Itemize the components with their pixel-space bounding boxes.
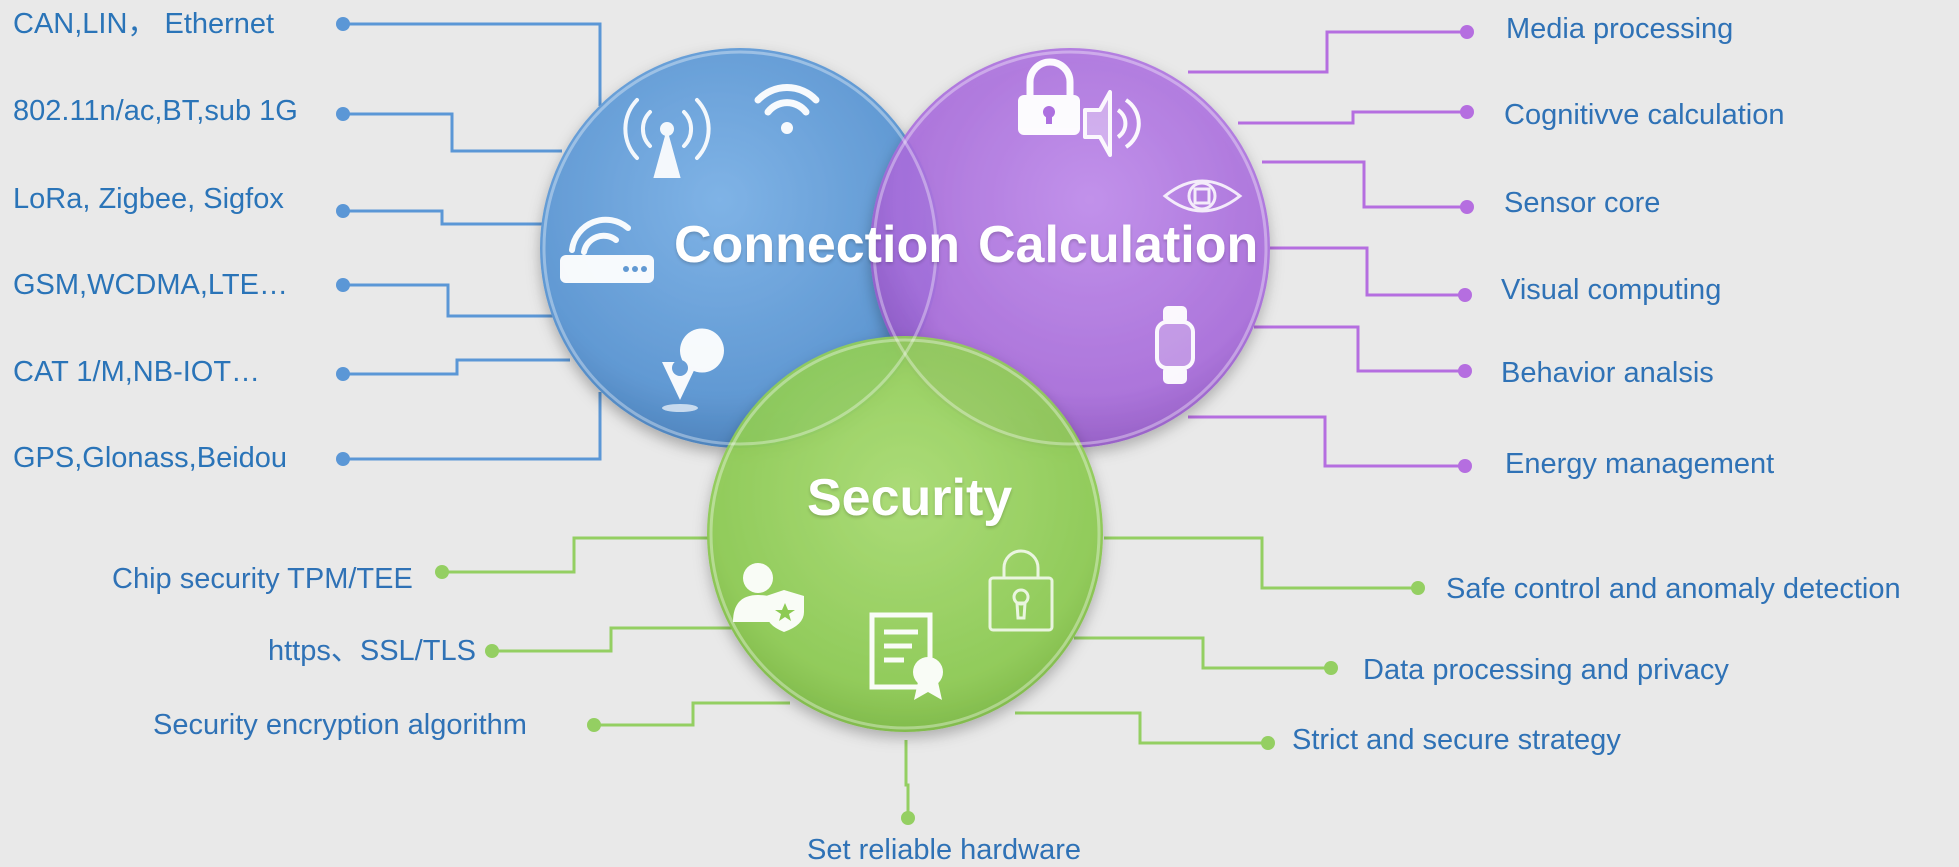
connection-item: CAN,LIN， Ethernet [13, 8, 275, 40]
security-item-right: Safe control and anomaly detection [1446, 573, 1901, 605]
speaker-icon [1083, 90, 1141, 157]
security-title: Security [807, 469, 1013, 527]
calculation-item: Cognitivve calculation [1504, 99, 1785, 131]
connection-connector-dots [336, 17, 350, 466]
eye-icon [1162, 179, 1243, 213]
security-rim [709, 338, 1101, 730]
connection-item: CAT 1/M,NB-IOT… [13, 356, 261, 388]
security-item-left: https、SSL/TLS [268, 635, 476, 667]
calculation-item: Energy management [1505, 448, 1775, 480]
router-icon [560, 216, 654, 283]
security-item-right: Strict and secure strategy [1292, 724, 1621, 756]
calculation-item: Visual computing [1501, 274, 1722, 306]
calculation-item: Behavior analsis [1501, 357, 1714, 389]
connection-item: GPS,Glonass,Beidou [13, 442, 288, 474]
calculation-title: Calculation [978, 216, 1259, 274]
security-item-right: Data processing and privacy [1363, 654, 1729, 686]
certificate-icon [869, 612, 943, 700]
connection-rim [542, 50, 938, 446]
wifi-icon [754, 84, 820, 134]
user-shield-icon [733, 563, 804, 632]
security-connector-dots [435, 565, 1425, 825]
security-item-bottom: Set reliable hardware [807, 834, 1082, 866]
padlock-icon [988, 549, 1054, 632]
calculation-rim [872, 50, 1268, 446]
connection-connectors [343, 22, 602, 461]
lock-icon [1018, 58, 1080, 135]
security-circle [707, 336, 1103, 732]
calculation-connectors [1188, 30, 1467, 468]
security-item-left: Security encryption algorithm [153, 709, 527, 741]
connection-title: Connection [674, 216, 960, 274]
security-item-left: Chip security TPM/TEE [112, 563, 413, 595]
connection-item: 802.11n/ac,BT,sub 1G [13, 95, 298, 127]
location-pin-icon [662, 328, 724, 412]
calculation-connector-dots [1458, 25, 1474, 473]
antenna-icon [623, 98, 711, 178]
connection-item: GSM,WCDMA,LTE… [13, 269, 288, 301]
connection-item: LoRa, Zigbee, Sigfox [13, 183, 284, 215]
calculation-item: Sensor core [1504, 187, 1661, 219]
calculation-item: Media processing [1506, 13, 1734, 45]
smartwatch-icon [1155, 306, 1195, 384]
security-connectors [442, 536, 1418, 818]
